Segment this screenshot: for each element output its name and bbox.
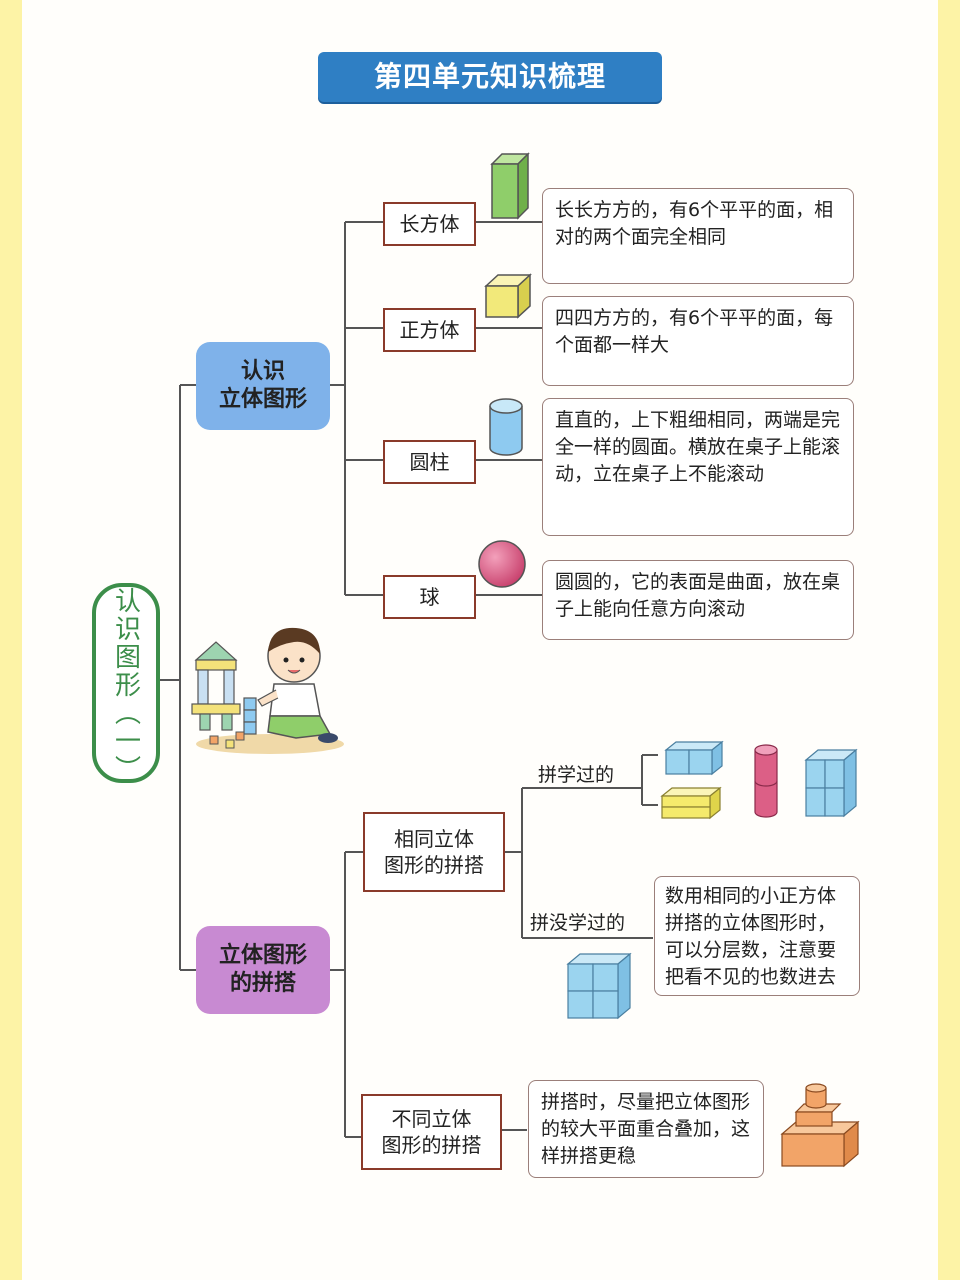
l-block-icon — [566, 952, 632, 1020]
child-building-blocks-illustration — [191, 627, 344, 754]
section-label-line: 的拼搭 — [229, 971, 296, 996]
cube-block-icon — [804, 748, 858, 818]
description-cylinder: 直直的，上下粗细相同，两端是完全一样的圆面。横放在桌子上能滚动，立在桌子上不能滚… — [542, 398, 854, 536]
page-title: 第四单元知识梳理 — [318, 52, 662, 102]
node-label-line: 不同立体 — [391, 1107, 472, 1131]
description-cuboid: 长长方方的，有6个平平的面，相对的两个面完全相同 — [542, 188, 854, 284]
section-label-line: 立体图形 — [218, 943, 307, 968]
branch-label-learned: 拼学过的 — [538, 764, 615, 786]
cylinder-icon — [489, 398, 523, 456]
cylinder-stack-icon — [754, 744, 778, 818]
node-same-shapes-building: 相同立体图形的拼搭 — [363, 812, 505, 892]
cuboid-icon — [490, 152, 530, 220]
section-label-line: 认识 — [240, 359, 285, 384]
node-label-line: 图形的拼搭 — [381, 1133, 482, 1157]
node-cuboid: 长方体 — [383, 202, 476, 246]
node-label-line: 相同立体 — [394, 827, 474, 851]
node-cube: 正方体 — [383, 308, 476, 352]
section-label-line: 立体图形 — [218, 387, 307, 412]
cube-pair-icon — [664, 740, 724, 776]
root-node: 认识图形（一） — [92, 583, 160, 783]
description-sphere: 圆圆的，它的表面是曲面，放在桌子上能向任意方向滚动 — [542, 560, 854, 640]
node-label-line: 图形的拼搭 — [384, 853, 484, 877]
description-different-shapes: 拼搭时，尽量把立体图形的较大平面重合叠加，这样拼搭更稳 — [528, 1080, 764, 1178]
tower-blocks-icon — [780, 1083, 860, 1168]
branch-label-unlearned: 拼没学过的 — [530, 912, 626, 934]
section-building-solids: 立体图形的拼搭 — [196, 926, 330, 1014]
cube-icon — [484, 273, 532, 319]
cuboid-stack-icon — [660, 786, 722, 820]
node-cylinder: 圆柱 — [383, 440, 476, 484]
node-sphere: 球 — [383, 575, 476, 619]
description-cube: 四四方方的，有6个平平的面，每个面都一样大 — [542, 296, 854, 386]
node-different-shapes-building: 不同立体图形的拼搭 — [361, 1094, 502, 1170]
sphere-icon — [478, 540, 526, 588]
section-recognize-solids: 认识立体图形 — [196, 342, 330, 430]
description-unlearned-building: 数用相同的小正方体拼搭的立体图形时，可以分层数，注意要把看不见的也数进去 — [654, 876, 860, 996]
